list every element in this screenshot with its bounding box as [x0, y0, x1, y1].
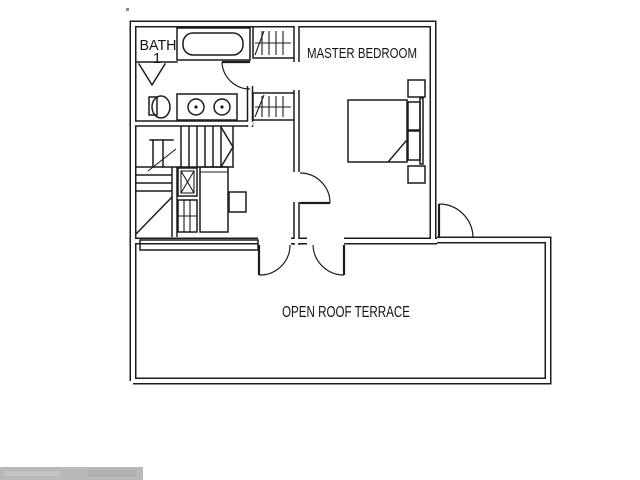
bathtub-deck [176, 27, 251, 61]
terrace-door-left-swing [257, 244, 291, 276]
staircase [134, 125, 235, 236]
room-labels: BATH 1 MASTER BEDROOM OPEN ROOF TERRACE [140, 37, 418, 321]
walls [129, 20, 552, 385]
stair-upper-run [135, 125, 235, 169]
bed-group [347, 79, 426, 184]
outer-walls [129, 20, 552, 385]
hall-builtins [139, 166, 259, 251]
vanity-counter [176, 93, 238, 121]
watermark-bar [0, 467, 143, 480]
terrace-door-right-swing [312, 244, 346, 276]
nightstand-bottom [407, 165, 426, 184]
shower-door-symbol [137, 62, 167, 87]
bed-fold-line [387, 139, 408, 163]
closet-hanging-rod-symbol [254, 30, 291, 56]
sink-right-drain [220, 105, 224, 109]
outer-wall-channel [131, 22, 550, 383]
bath-room [135, 27, 251, 121]
nightstand-top [407, 79, 426, 98]
photo-speck [126, 8, 129, 11]
desk-chair [228, 191, 247, 213]
terrace-label: OPEN ROOF TERRACE [282, 304, 410, 321]
hall-closet [177, 199, 198, 233]
bath-label-line2: 1 [153, 50, 161, 67]
built-in-desk [199, 166, 229, 233]
watermark-smudge-right [88, 470, 136, 477]
stair-direction-line [147, 148, 177, 172]
sink-right-symbol [213, 98, 231, 116]
headboard [419, 97, 424, 165]
closet-hanging-rod-symbol [254, 94, 291, 118]
pillow-top [407, 101, 421, 131]
closet-top [252, 27, 294, 59]
interior-wall-channel [131, 24, 299, 245]
sink-left-drain [194, 105, 198, 109]
doors [221, 60, 474, 276]
pillow-bottom [407, 130, 421, 161]
shaft-x-symbol [177, 167, 198, 197]
side-terrace-door-swing [437, 203, 474, 239]
bed-symbol [347, 99, 408, 163]
bath-label-line1: BATH [140, 37, 177, 54]
watermark-smudge-left [5, 471, 60, 476]
bathtub-symbol [182, 32, 244, 56]
closet-bottom [252, 92, 294, 121]
bedroom-door-swing [299, 172, 331, 205]
stair-landing [149, 139, 174, 168]
bath-door-swing [221, 60, 251, 90]
stair-lower-run [134, 174, 174, 236]
master-bedroom-label: MASTER BEDROOM [307, 45, 417, 62]
toilet-symbol [148, 95, 171, 119]
double-vanity [176, 93, 238, 121]
sink-left-symbol [187, 98, 205, 116]
